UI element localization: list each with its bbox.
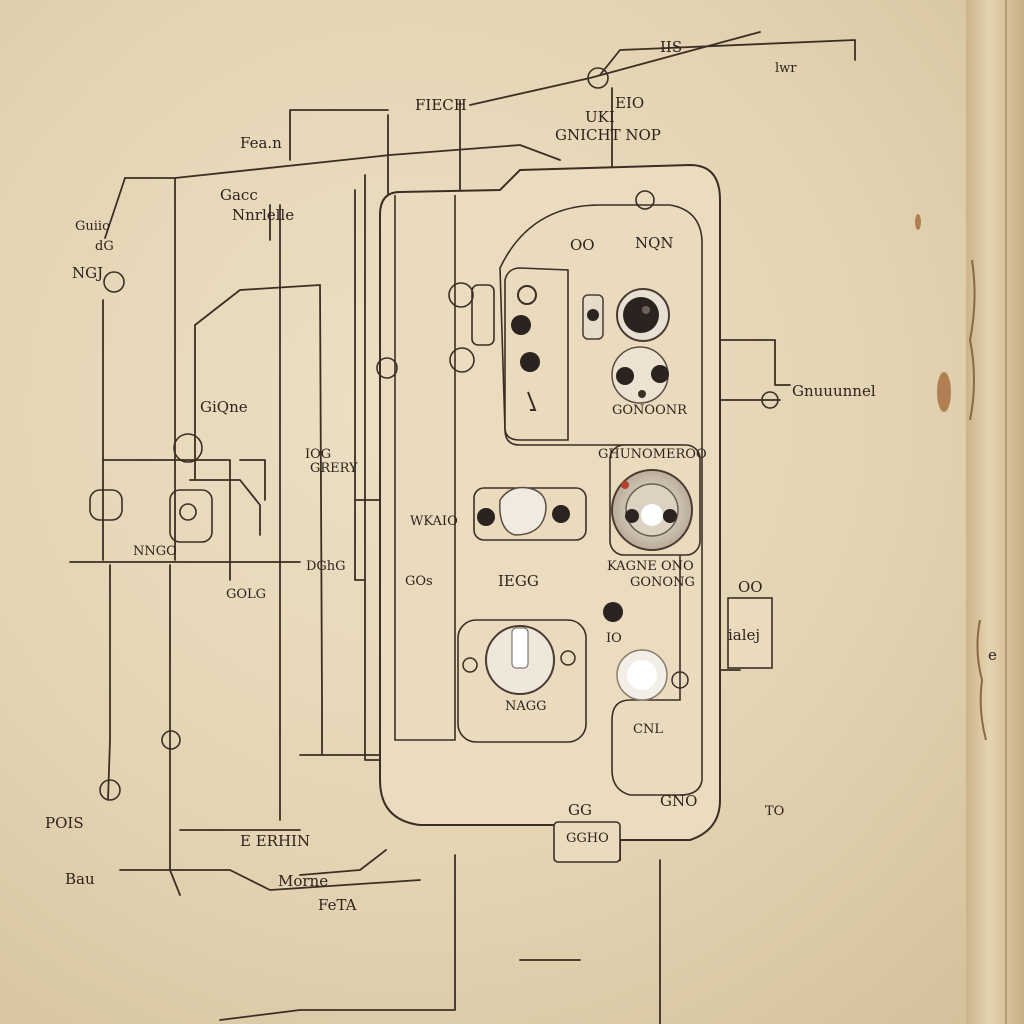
diagram-labels: IIS lwr FIECH UKI EIO GNICHT NOP Fea.n G… [45, 38, 997, 914]
label-left-b: Gacc [220, 186, 258, 204]
label-top-b: lwr [775, 61, 797, 76]
label-right-d: TO [765, 804, 784, 819]
label-panel-g: GOs [405, 574, 433, 589]
outlet-icon [611, 346, 669, 404]
label-mid-a: GiQne [200, 398, 248, 416]
label-panel-m: GG [568, 801, 592, 819]
wall-stain [937, 372, 951, 412]
label-panel-l: GNO [660, 792, 697, 810]
label-top-f: GNICHT NOP [555, 126, 661, 144]
door-trim [966, 0, 1024, 1024]
left-knobs [511, 285, 540, 411]
label-left-d: Guiio [75, 219, 110, 234]
label-left-f: NGJ [72, 264, 103, 282]
label-mid-e: NNGO [133, 544, 177, 559]
label-left-k: FeTA [318, 896, 357, 914]
label-panel-b: NQN [635, 234, 674, 252]
label-top-e: EIO [615, 94, 644, 112]
label-left-c: Nnrlelle [232, 206, 294, 224]
label-panel-d: GHUNOMEROO [598, 447, 707, 462]
label-mid-b: IOG [305, 447, 331, 462]
label-panel-j: NAGG [505, 699, 547, 714]
label-panel-k: CNL [633, 722, 663, 737]
label-top-d: UKI [585, 108, 615, 126]
label-left-a: Fea.n [240, 134, 282, 152]
label-top-c: FIECH [415, 96, 467, 114]
label-panel-h: IEGG [498, 572, 539, 590]
dial-icon [611, 469, 693, 551]
meter-dial [616, 288, 670, 342]
label-panel-f: GONONG [630, 575, 695, 590]
label-top-a: IIS [660, 38, 682, 56]
wall-stain [915, 214, 921, 230]
indicator-led [603, 602, 623, 622]
small-switch [582, 294, 604, 340]
label-panel-n: GGHO [566, 831, 609, 846]
wiring-loops [89, 67, 779, 801]
label-left-i: E ERHIN [240, 832, 310, 850]
label-right-e: e [988, 646, 997, 664]
label-right-b: OO [738, 578, 763, 596]
label-left-e: dG [95, 239, 114, 254]
label-panel-c: GONOONR [612, 403, 688, 418]
label-mid-c: GRERY [310, 461, 358, 476]
label-mid-f: GOLG [226, 587, 266, 602]
label-mid-d: DGhG [306, 559, 346, 574]
label-right-a: Gnuuunnel [792, 382, 876, 400]
rotary-switch-icon [462, 625, 576, 695]
round-button-icon [616, 649, 689, 701]
label-panel-i: IO [606, 631, 622, 646]
label-panel-e: KAGNE ONO [607, 559, 694, 574]
outlet-icon [477, 486, 570, 536]
label-left-g: POIS [45, 814, 84, 832]
label-left-j: Morne [278, 872, 328, 890]
label-right-c: ialej [728, 626, 760, 644]
label-panel-a: OO [570, 236, 595, 254]
label-mid-g: WKAIO [410, 514, 458, 529]
label-left-h: Bau [65, 870, 95, 888]
